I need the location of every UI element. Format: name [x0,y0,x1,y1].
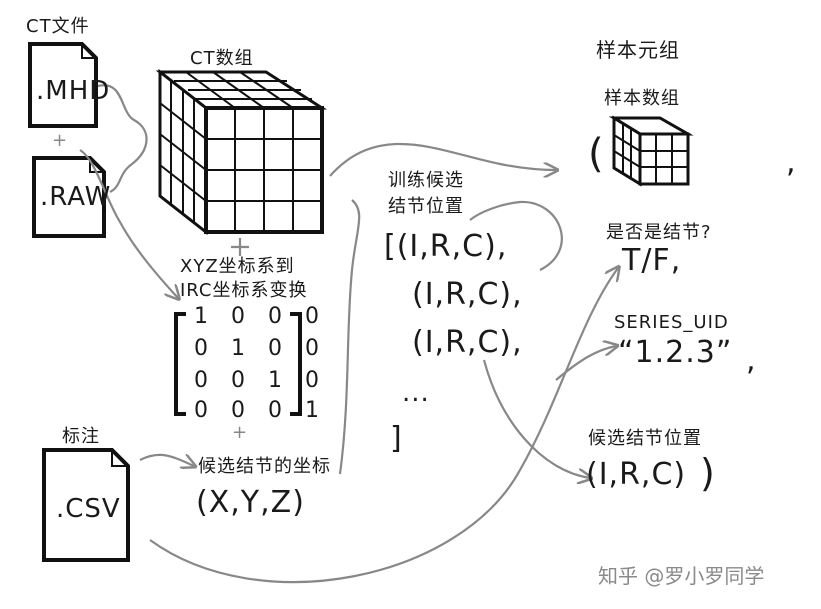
sample-open-paren: ( [588,131,605,177]
candidate-position-value: (I,R,C) [586,457,687,492]
raw-label: .RAW [40,182,112,212]
train-candidates-line1: 训练候选 [388,170,464,191]
candidate-row-3: (I,R,C), [412,325,523,360]
transform-plus: + [232,422,248,443]
mhd-document-icon [28,42,98,128]
annotation-title: 标注 [62,426,100,447]
matrix-brackets [174,312,302,416]
arrow-to-series [555,346,616,381]
is-nodule-value: T/F, [622,243,682,278]
ct-files-title: CT文件 [26,16,90,37]
arrow-candidates-loop [469,200,563,271]
arrow-coords-to-candidates [338,199,361,475]
is-nodule-label: 是否是结节? [606,222,712,243]
sample-tuple-title: 样本元组 [596,38,680,62]
sample-array-cube-icon [608,115,694,187]
watermark: 知乎 @罗小罗同学 [598,564,765,588]
candidate-row-1: [(I,R,C), [384,229,508,264]
candidate-coords-label: 候选结节的坐标 [198,456,331,477]
sample-array-label: 样本数组 [604,88,680,109]
sample-close-paren: ) [700,451,716,495]
ct-array-title: CT数组 [190,48,254,69]
arrow-csv-to-coords [139,453,194,466]
arrow-raw-to-transform [79,149,178,298]
train-candidates-line2: 结节位置 [388,196,464,217]
transform-line2: IRC坐标系变换 [180,280,308,301]
sample-array-comma: , [786,145,797,180]
mhd-label: .MHD [36,76,111,106]
series-uid-label: SERIES_UID [614,312,729,333]
csv-document-icon [42,448,130,562]
matrix-row-3: 0 0 1 0 [194,368,327,393]
series-uid-comma: , [746,343,757,378]
series-uid-value: “1.2.3” [618,335,733,370]
matrix-row-4: 0 0 0 1 [194,398,327,423]
arrow-files-to-array [97,84,148,193]
candidate-row-2: (I,R,C), [412,277,523,312]
arrow-candidates-to-position [482,359,590,478]
transform-line1: XYZ坐标系到 [180,256,295,277]
candidate-row-ellipsis: ... [402,378,430,408]
arrow-csv-to-flags [149,268,618,584]
candidate-position-label: 候选结节位置 [588,428,702,449]
candidate-row-close: ] [390,421,403,456]
candidate-coords-value: (X,Y,Z) [196,485,305,520]
ct-files-plus: + [52,130,68,151]
matrix-row-1: 1 0 0 0 [194,304,327,329]
matrix-row-2: 0 1 0 0 [194,336,327,361]
arrow-array-to-sample [329,143,556,176]
ct-array-cube-icon [155,68,328,236]
flow-arrows [79,84,618,584]
csv-label: .CSV [56,494,121,524]
